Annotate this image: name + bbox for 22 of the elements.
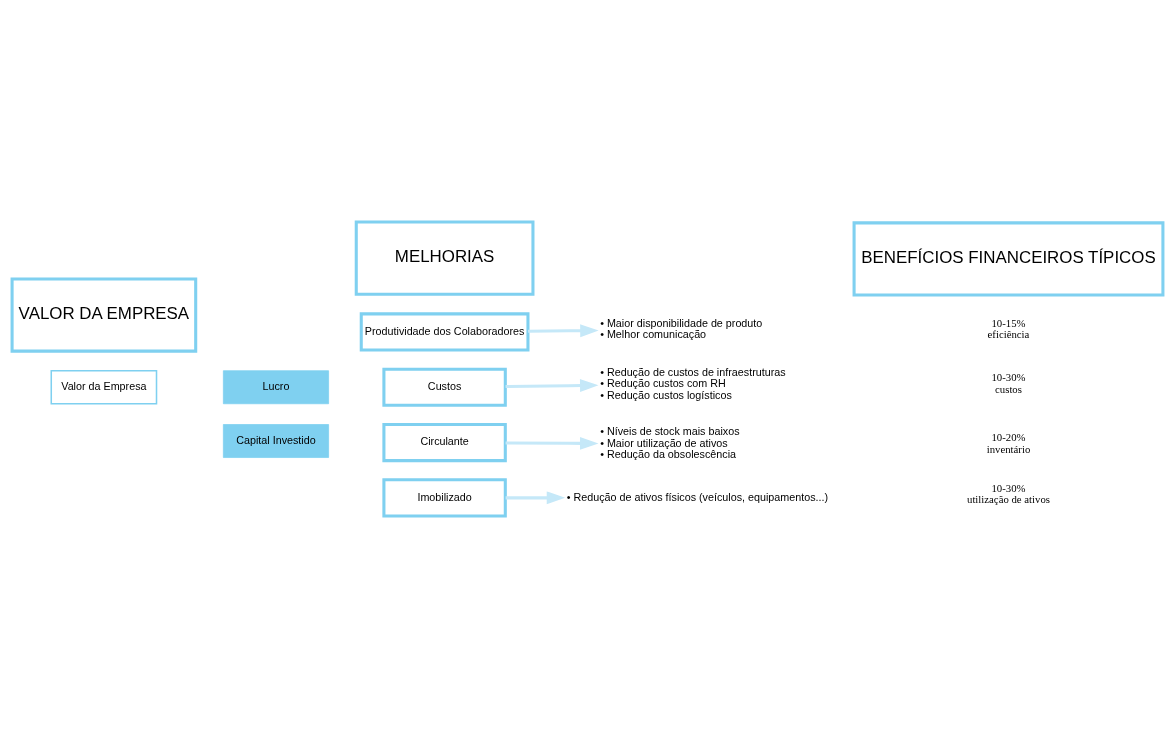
node-box: BENEFÍCIOS FINANCEIROS TÍPICOS bbox=[852, 220, 1165, 297]
arrow bbox=[505, 378, 599, 392]
node-text: • Redução de ativos físicos (veículos, equipamentos...) bbox=[566, 490, 829, 503]
arrow bbox=[505, 490, 566, 504]
arrow bbox=[528, 323, 599, 337]
label: 10-30% custos bbox=[991, 370, 1026, 395]
node-text: • Redução de custos de infraestruturas • Redução custos com RH • Redução custos logísticos bbox=[600, 364, 786, 401]
node-text: • Maior disponibilidade de produto • Melhor comunicação bbox=[600, 316, 763, 340]
label: 10-30% utilização de ativos bbox=[967, 481, 1050, 505]
node-box: VALOR DA EMPRESA bbox=[10, 276, 198, 353]
node-box: Circulante bbox=[382, 422, 507, 462]
label: 10-15% eficiência bbox=[987, 316, 1030, 340]
node-box: Imobilizado bbox=[382, 477, 507, 517]
node-box: Produtividade dos Colaboradores bbox=[359, 311, 530, 352]
node-box: Capital Investido bbox=[222, 423, 329, 458]
node-text: • Níveis de stock mais baixos • Maior utilização de ativos • Redução da obsolescência bbox=[600, 424, 740, 460]
node-box: MELHORIAS bbox=[354, 220, 535, 296]
node-box: Custos bbox=[382, 367, 507, 407]
node-box: Lucro bbox=[222, 369, 329, 404]
node-box: Valor da Empresa bbox=[50, 369, 158, 405]
label: 10-20% inventário bbox=[986, 430, 1031, 455]
arrow bbox=[505, 436, 599, 450]
